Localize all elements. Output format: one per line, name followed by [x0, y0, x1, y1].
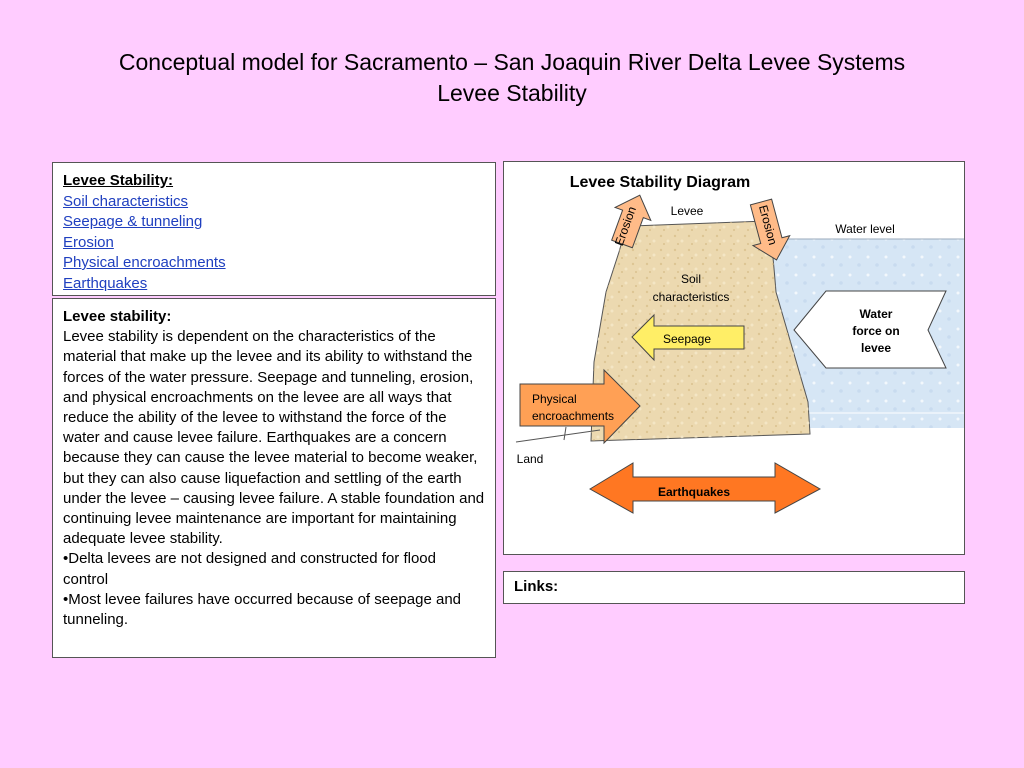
title-line-1: Conceptual model for Sacramento – San Jo…: [118, 49, 906, 75]
link-physical-encroachments[interactable]: Physical encroachments: [63, 254, 226, 271]
levee-diagram-svg: Levee Stability Diagram Levee Water leve…: [515, 174, 964, 514]
water-force-line-3: levee: [861, 341, 891, 355]
land-lines: [515, 426, 601, 443]
link-soil-characteristics[interactable]: Soil characteristics: [63, 192, 189, 210]
water-level-label: Water level: [835, 222, 895, 236]
water-force-arrow: Water force on levee: [793, 290, 947, 369]
water-force-line-1: Water: [860, 307, 893, 321]
description-bullet-1: •Delta levees are not designed and const…: [63, 550, 436, 588]
link-erosion[interactable]: Erosion: [63, 233, 114, 251]
water-force-line-2: force on: [852, 324, 899, 338]
soil-label-line-1: Soil: [681, 272, 701, 286]
diagram-title: Levee Stability Diagram: [570, 174, 751, 191]
link-seepage-tunneling[interactable]: Seepage & tunneling: [63, 213, 203, 230]
page-title: Conceptual model for Sacramento – San Jo…: [0, 47, 1024, 109]
topics-box: Levee Stability: Soil characteristics Se…: [52, 162, 496, 296]
description-body: Levee stability is dependent on the char…: [63, 328, 485, 548]
link-earthquakes[interactable]: Earthquakes: [63, 274, 148, 292]
levee-label: Levee: [671, 204, 704, 218]
earthquakes-arrow: Earthquakes: [589, 462, 822, 514]
soil-label-line-2: characteristics: [653, 290, 730, 304]
description-box: Levee stability: Levee stability is depe…: [52, 298, 496, 658]
physical-encroachments-arrow: Physical encroachments: [519, 368, 641, 445]
links-label: Links:: [514, 578, 559, 595]
description-bullet-2: •Most levee failures have occurred becau…: [63, 590, 461, 629]
topics-heading: Levee Stability:: [63, 172, 174, 189]
seepage-arrow: Seepage: [631, 313, 745, 362]
seepage-label: Seepage: [663, 332, 711, 346]
encroach-label-line-1: Physical: [532, 392, 577, 406]
title-line-2: Levee Stability: [437, 80, 587, 106]
land-label: Land: [517, 452, 544, 466]
description-heading: Levee stability:: [63, 308, 172, 325]
encroach-label-line-2: encroachments: [532, 409, 614, 423]
earthquakes-label: Earthquakes: [658, 485, 730, 499]
levee-diagram: Levee Stability Diagram Levee Water leve…: [503, 161, 965, 555]
links-box: Links:: [503, 571, 965, 604]
erosion-arrow-right: Erosion: [749, 198, 791, 261]
